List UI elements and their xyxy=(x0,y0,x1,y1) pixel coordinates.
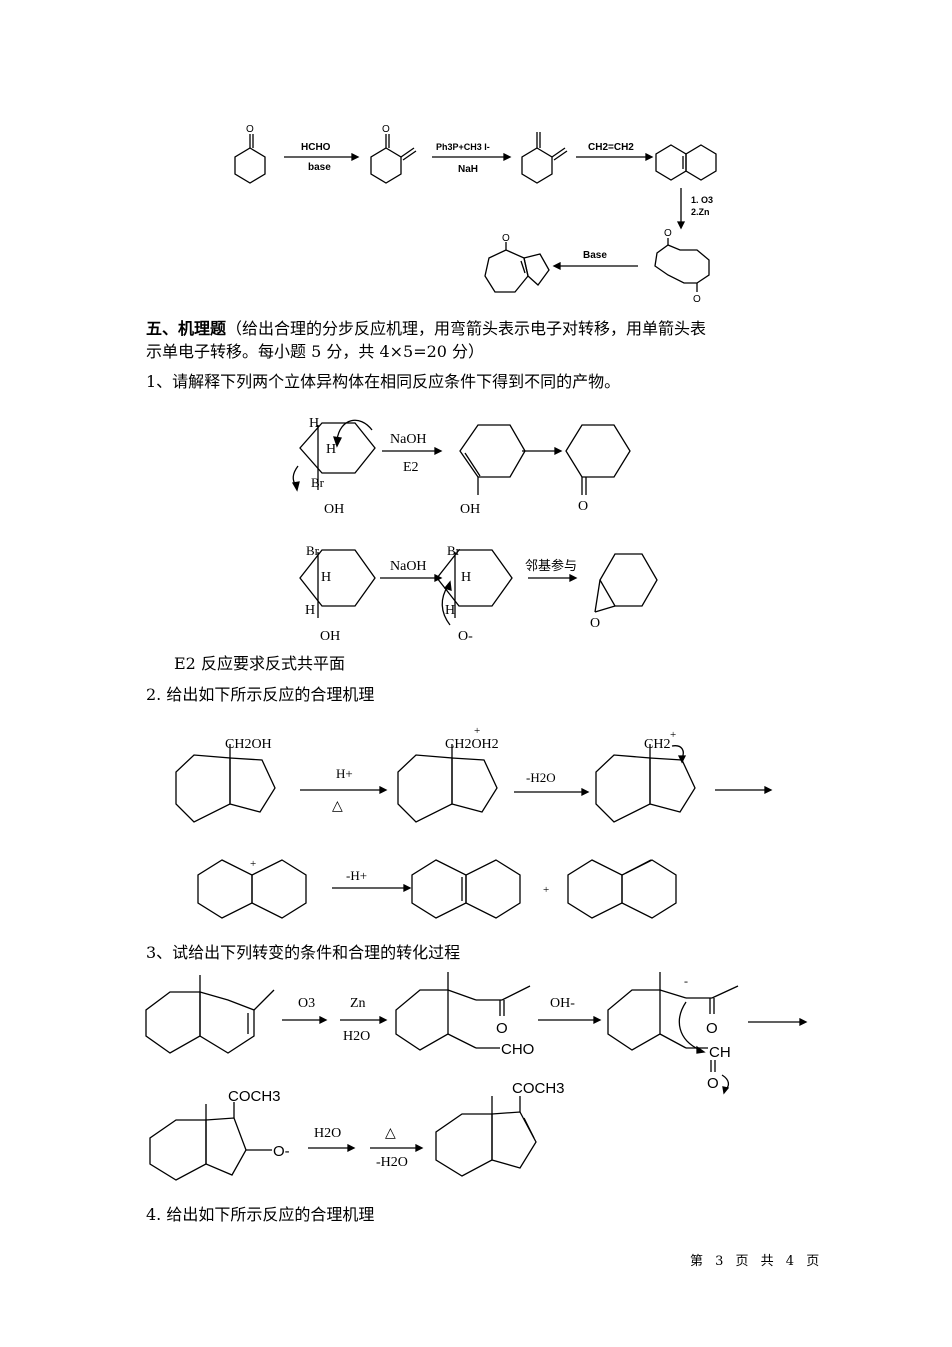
q1-h-2a: H xyxy=(321,570,331,585)
synthesis-scheme: O HCHO base O Ph3P+CH3 I- NaH CH2=CH2 1.… xyxy=(234,124,717,305)
q1-br-1: Br xyxy=(311,475,325,490)
q3-sm-right xyxy=(199,991,255,1054)
q3-ka-o: O xyxy=(496,1020,508,1037)
q2-scheme: CH2OH H+ △ CH2OH2 + -H2O CH2 + + -H+ + xyxy=(175,725,773,919)
q3-enolate-o: O xyxy=(706,1020,718,1037)
q3-alkoxide-pent xyxy=(205,1117,247,1176)
q3-o3: O3 xyxy=(298,996,315,1011)
q2-octalin1-right xyxy=(465,859,521,919)
q1-h-mid: H xyxy=(326,442,336,457)
q3-ch: CH xyxy=(709,1044,731,1061)
section5-title: 五、机理题 xyxy=(146,319,227,338)
section5-instructions-1: （给出合理的分步反应机理，用弯箭头表示电子对转移，用单箭头表 xyxy=(226,319,707,338)
section5-instructions-2: 示单电子转移。每小题 5 分，共 4×5=20 分） xyxy=(146,342,485,361)
q3-minus-sign: - xyxy=(684,974,688,988)
step3-reagent: CH2=CH2 xyxy=(588,142,634,153)
q1-naoh-1: NaOH xyxy=(390,432,427,447)
dione-o-bottom: O xyxy=(693,294,701,305)
q2-ch2-plus: CH2 xyxy=(644,737,670,752)
q1-ring-1 xyxy=(299,422,376,474)
q2-delta: △ xyxy=(332,799,343,814)
step1-reagent-bottom: base xyxy=(308,162,331,173)
q3-delta: △ xyxy=(385,1126,396,1141)
q1-ketone-o: O xyxy=(578,499,588,514)
q2-plus-products: + xyxy=(543,884,549,896)
q3-ka-ring xyxy=(395,989,449,1051)
page-footer: 第 3 页 共 4 页 xyxy=(690,1254,824,1269)
q1-ketone-ring xyxy=(565,424,631,478)
q2-minus-h-plus: -H+ xyxy=(346,868,367,883)
step4-reagent-1: 1. O3 xyxy=(691,195,713,205)
q3-minus-h2o: -H2O xyxy=(376,1155,408,1170)
q2-ch2oh: CH2OH xyxy=(225,737,272,752)
q3-coch3-2: COCH3 xyxy=(512,1080,565,1097)
q2-pent-1 xyxy=(229,757,276,813)
q3-sm-left xyxy=(145,991,201,1054)
q1-oh-2: OH xyxy=(320,629,340,644)
q1-enol-ring xyxy=(459,424,526,478)
step2-reagent-top: Ph3P+CH3 I- xyxy=(436,142,490,152)
q2-octalin2-right xyxy=(621,859,677,919)
q1-naoh-2: NaOH xyxy=(390,559,427,574)
q1-ring-3 xyxy=(436,549,513,607)
step5-reagent: Base xyxy=(583,250,607,261)
q3-prompt: 3、试给出下列转变的条件和合理的转化过程 xyxy=(146,943,461,962)
q2-minus-h2o: -H2O xyxy=(526,770,556,785)
section5-heading: 五、机理题（给出合理的分步反应机理，用弯箭头表示电子对转移，用单箭头表 xyxy=(146,318,706,340)
q1-neighboring-label: 邻基参与 xyxy=(525,558,577,573)
q2-pent-3 xyxy=(649,757,696,813)
q3-alkoxide-o: O- xyxy=(273,1143,290,1160)
ketone-o-label: O xyxy=(246,124,254,135)
q3-scheme: O3 Zn H2O O CHO OH- O - CH O COCH3 O- H2… xyxy=(145,972,808,1181)
q1-h-top: H xyxy=(309,416,319,431)
q1-epoxide-o: O xyxy=(590,616,600,631)
q1-br-3: Br xyxy=(447,543,461,558)
q3-oh-minus: OH- xyxy=(550,996,575,1011)
ketone-o-label-2: O xyxy=(382,124,390,135)
q2-plus-decalin: + xyxy=(250,858,256,870)
q2-ch2oh2-plus: CH2OH2 xyxy=(445,737,499,752)
q1-scheme: H H Br OH NaOH E2 OH O Br H H OH NaOH Br… xyxy=(291,416,658,644)
dione-o-top: O xyxy=(664,228,672,239)
q2-prompt: 2. 给出如下所示反应的合理机理 xyxy=(146,685,375,704)
q3-cho: CHO xyxy=(501,1041,534,1058)
q3-coch3-1: COCH3 xyxy=(228,1088,281,1105)
step2-reagent-bottom: NaH xyxy=(458,164,478,175)
q1-prompt: 1、请解释下列两个立体异构体在相同反应条件下得到不同的产物。 xyxy=(146,372,621,391)
q3-alkoxide-hex xyxy=(149,1119,207,1181)
step1-reagent-top: HCHO xyxy=(301,142,331,153)
cyclohexanone-ring xyxy=(234,147,266,184)
q1-ring-2 xyxy=(299,549,376,607)
q3-enolate-ring xyxy=(607,989,661,1051)
step4-reagent-2: 2.Zn xyxy=(691,207,710,217)
q1-br-2: Br xyxy=(306,543,320,558)
q1-h-3a: H xyxy=(461,570,471,585)
q2-h-plus: H+ xyxy=(336,766,353,781)
q1-explanation: E2 反应要求反式共平面 xyxy=(174,654,345,673)
q3-h2o-2: H2O xyxy=(314,1126,341,1141)
q2-pent-2 xyxy=(451,757,498,813)
q1-o-minus: O- xyxy=(458,629,473,644)
q1-h-3b: H xyxy=(445,603,455,618)
q2-decalin-right xyxy=(251,859,307,919)
q3-zn: Zn xyxy=(350,996,366,1011)
enone-five-ring xyxy=(523,253,550,286)
q3-h2o: H2O xyxy=(343,1029,370,1044)
q2-plus-sign-2: + xyxy=(670,729,676,741)
q1-e2: E2 xyxy=(403,460,419,475)
enone-o: O xyxy=(502,233,510,244)
q4-prompt: 4. 给出如下所示反应的合理机理 xyxy=(146,1205,375,1224)
q3-final-pent xyxy=(491,1111,537,1169)
q3-final-hex xyxy=(435,1113,493,1177)
bicyclic-right-ring xyxy=(685,144,717,181)
q3-ald-o: O xyxy=(707,1075,719,1092)
q1-oh-enol: OH xyxy=(460,502,480,517)
q2-plus-sign-1: + xyxy=(474,725,480,737)
q1-h-2b: H xyxy=(305,603,315,618)
q1-oh-1: OH xyxy=(324,502,344,517)
